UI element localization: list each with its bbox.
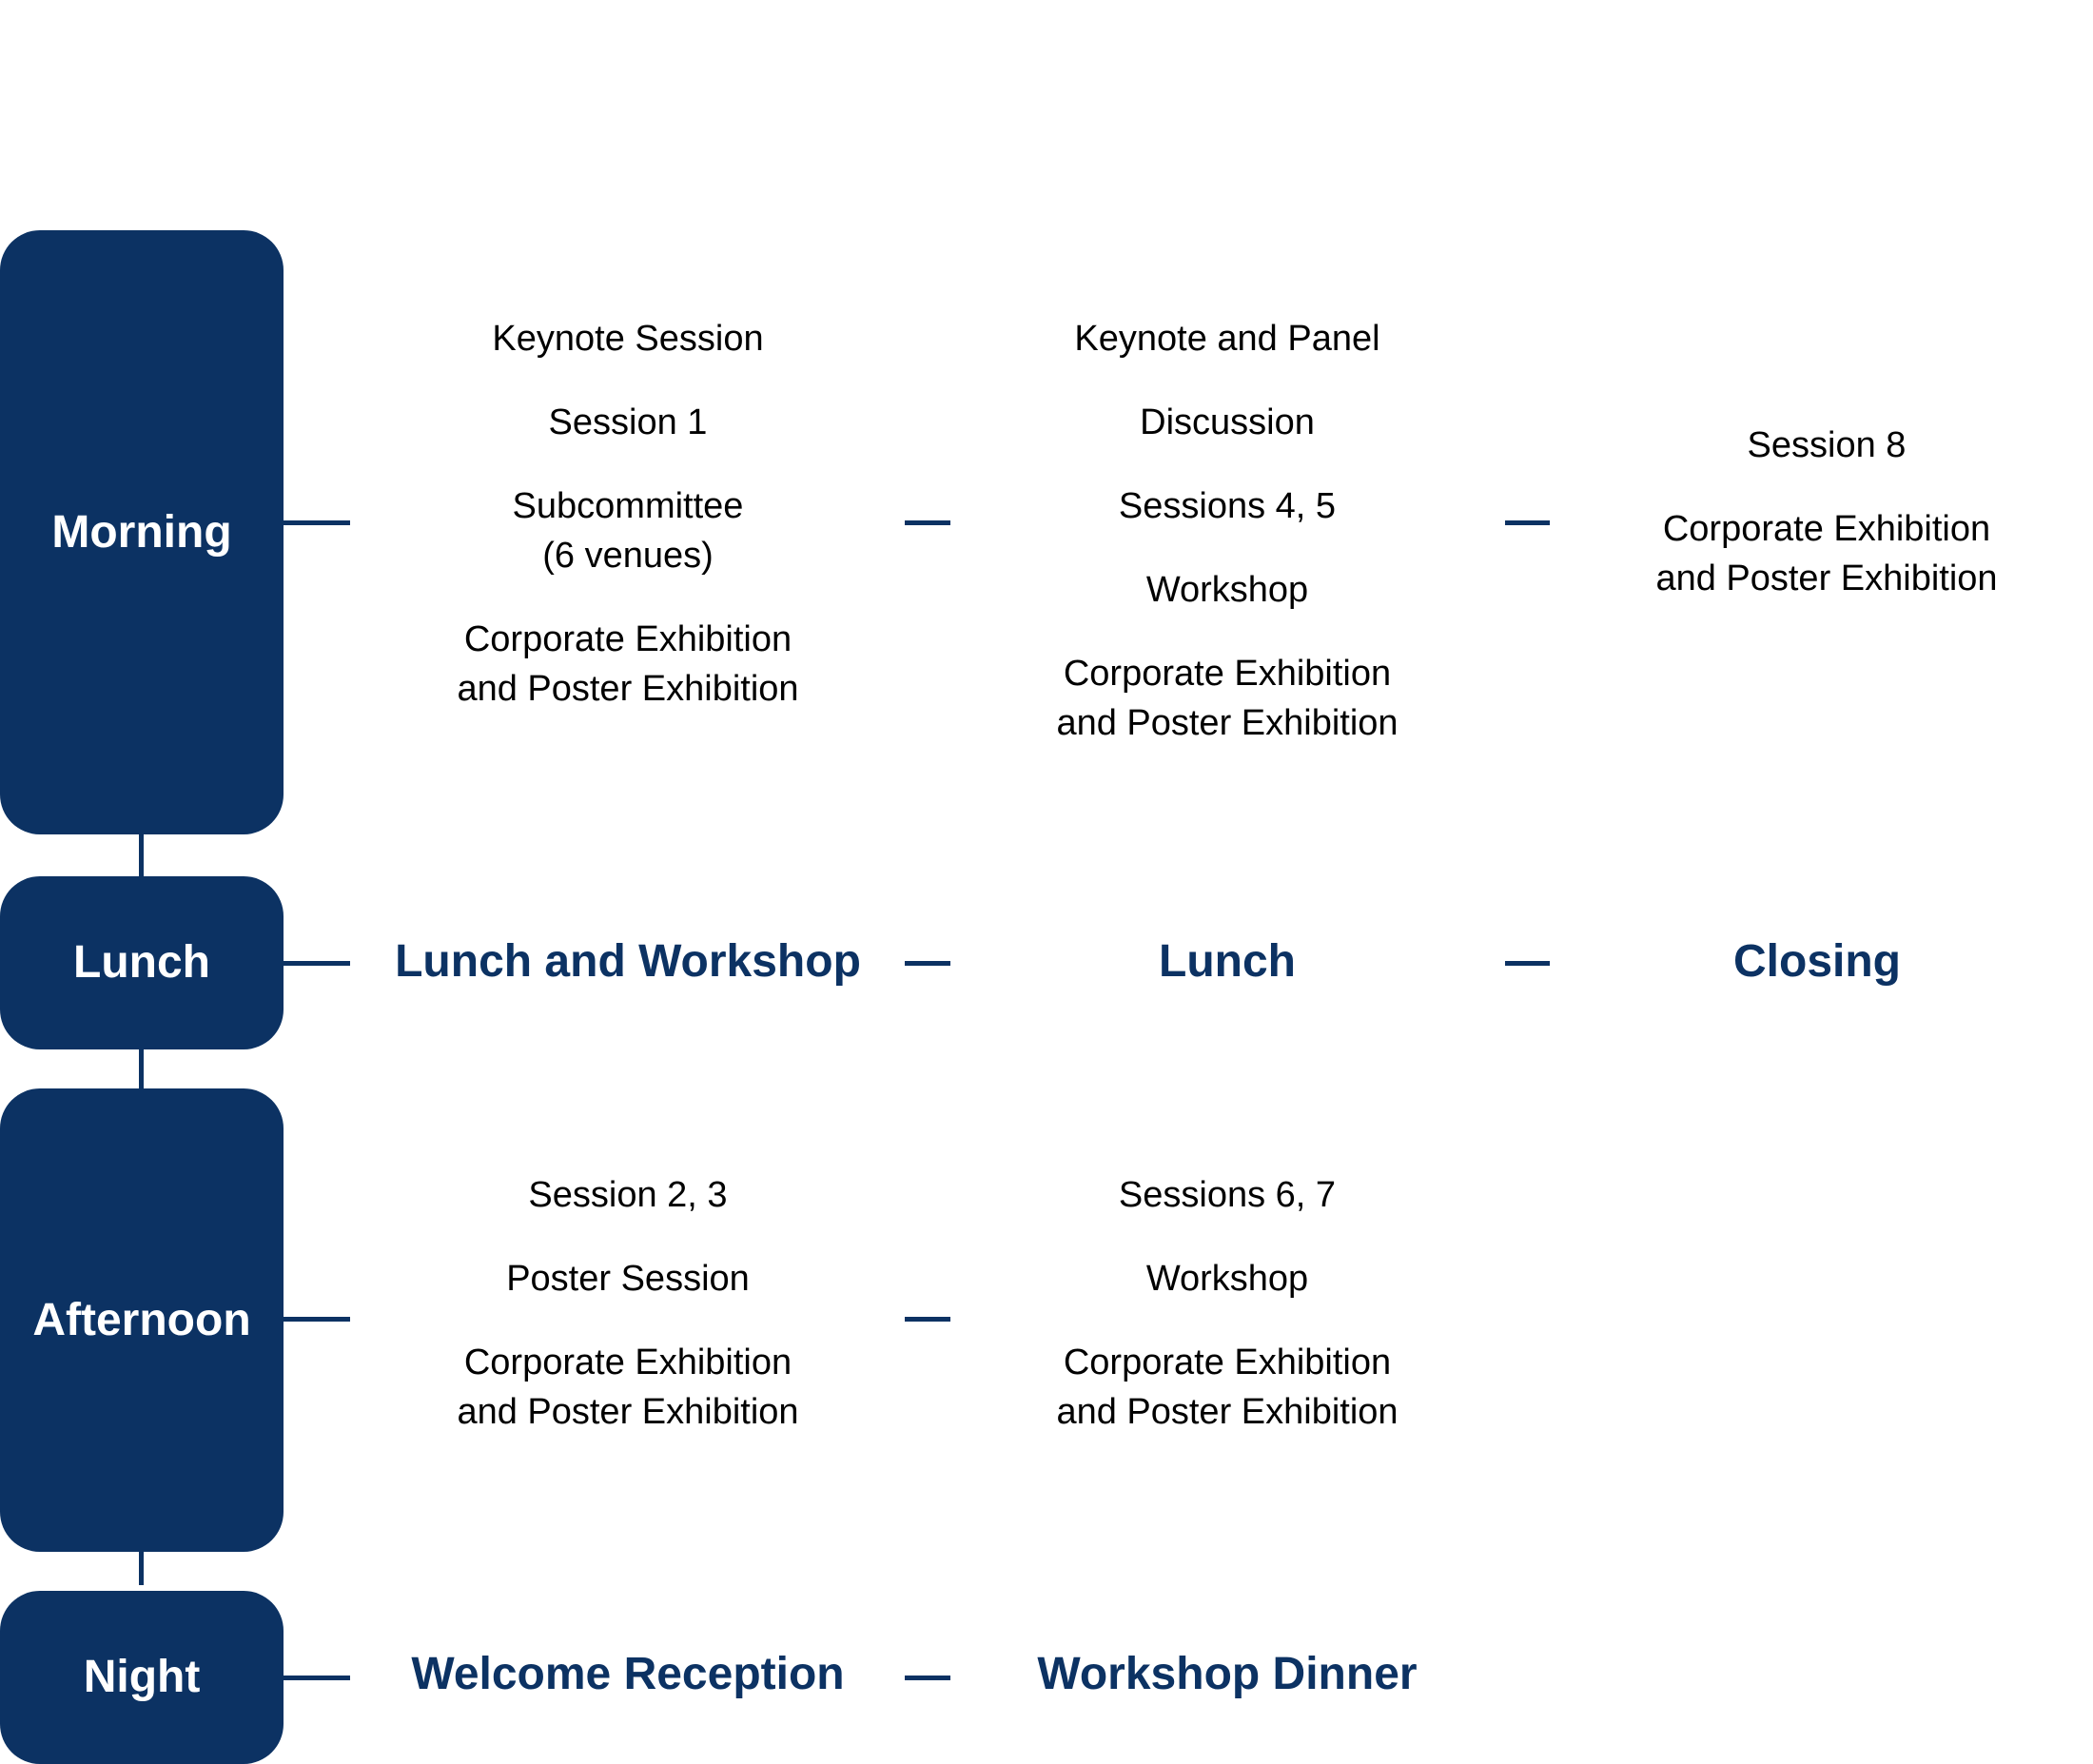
lunch-day1-label: Lunch and Workshop	[395, 936, 861, 987]
night-day1-label: Welcome Reception	[411, 1649, 845, 1699]
time-label-night: Night	[0, 1591, 284, 1764]
connector-morning-day2	[905, 520, 950, 525]
afternoon-day2-cell: Sessions 6, 7 Workshop Corporate Exhibit…	[1008, 1170, 1446, 1437]
connector-afternoon-day2	[905, 1317, 950, 1322]
afternoon-day1-cell: Session 2, 3 Poster Session Corporate Ex…	[409, 1170, 847, 1437]
connector-lunch-day2	[905, 961, 950, 966]
connector-afternoon-night	[139, 1541, 144, 1585]
morning-day1-item: Session 1	[548, 402, 708, 442]
connector-afternoon-day1	[284, 1317, 350, 1322]
morning-day3-item: Session 8	[1747, 425, 1907, 465]
night-day2-label: Workshop Dinner	[1037, 1649, 1418, 1699]
time-label-morning: Morning	[0, 230, 284, 834]
morning-day1-item: Subcommittee (6 venues)	[512, 486, 744, 576]
morning-day2-item: Corporate Exhibition and Poster Exhibiti…	[1056, 654, 1399, 743]
morning-day3-cell: Session 8 Corporate Exhibition and Poste…	[1608, 421, 2045, 603]
morning-day3-item: Corporate Exhibition and Poster Exhibiti…	[1655, 509, 1998, 598]
connector-lunch-day3	[1505, 961, 1550, 966]
afternoon-day2-item: Workshop	[1145, 1259, 1309, 1299]
morning-day1-cell: Keynote Session Session 1 Subcommittee (…	[409, 314, 847, 714]
lunch-day3-label: Closing	[1733, 936, 1901, 987]
afternoon-day1-item: Session 2, 3	[528, 1175, 728, 1215]
morning-day2-item: Workshop	[1145, 570, 1309, 610]
afternoon-day1-item: Poster Session	[506, 1259, 750, 1299]
afternoon-day2-item: Sessions 6, 7	[1118, 1175, 1337, 1215]
morning-day2-item: Discussion	[1140, 402, 1315, 442]
connector-night-day1	[284, 1676, 350, 1680]
connector-lunch-day1	[284, 961, 350, 966]
morning-day1-item: Keynote Session	[492, 319, 764, 359]
connector-night-day2	[905, 1676, 950, 1680]
connector-morning-day3	[1505, 520, 1550, 525]
time-label-afternoon: Afternoon	[0, 1088, 284, 1552]
connector-lunch-afternoon	[139, 1047, 144, 1089]
connector-morning-day1	[284, 520, 350, 525]
morning-day2-item: Sessions 4, 5	[1118, 486, 1337, 526]
morning-day2-cell: Keynote and Panel Discussion Sessions 4,…	[1008, 314, 1446, 748]
connector-morning-lunch	[139, 833, 144, 880]
lunch-day2-label: Lunch	[1159, 936, 1296, 987]
time-label-lunch: Lunch	[0, 876, 284, 1049]
afternoon-day1-item: Corporate Exhibition and Poster Exhibiti…	[457, 1343, 799, 1432]
afternoon-day2-item: Corporate Exhibition and Poster Exhibiti…	[1056, 1343, 1399, 1432]
morning-day1-item: Corporate Exhibition and Poster Exhibiti…	[457, 619, 799, 709]
morning-day2-item: Keynote and Panel	[1074, 319, 1380, 359]
